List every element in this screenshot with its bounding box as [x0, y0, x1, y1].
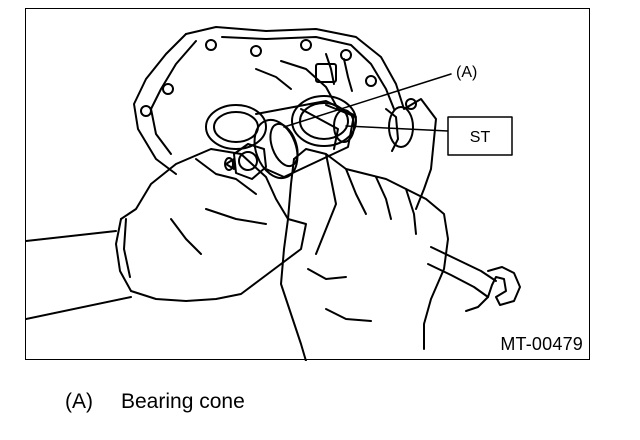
service-illustration: ST (A): [26, 26, 521, 361]
hex-nut: [224, 143, 267, 180]
left-hand: [26, 148, 307, 320]
st-label: ST: [470, 129, 491, 146]
figure-frame: ST (A) MT-00479: [25, 8, 590, 361]
transmission-case: [133, 26, 437, 210]
leader-lines: [283, 73, 452, 132]
right-hand: [280, 148, 449, 361]
wrench: [427, 246, 521, 312]
special-tool: [253, 100, 357, 180]
legend-text: Bearing cone: [121, 390, 245, 413]
figure-code: MT-00479: [500, 334, 583, 354]
legend-key: (A): [65, 390, 93, 413]
st-label-box: [447, 116, 513, 156]
callout-a-label: (A): [456, 64, 477, 81]
legend: (A) Bearing cone: [65, 390, 245, 414]
